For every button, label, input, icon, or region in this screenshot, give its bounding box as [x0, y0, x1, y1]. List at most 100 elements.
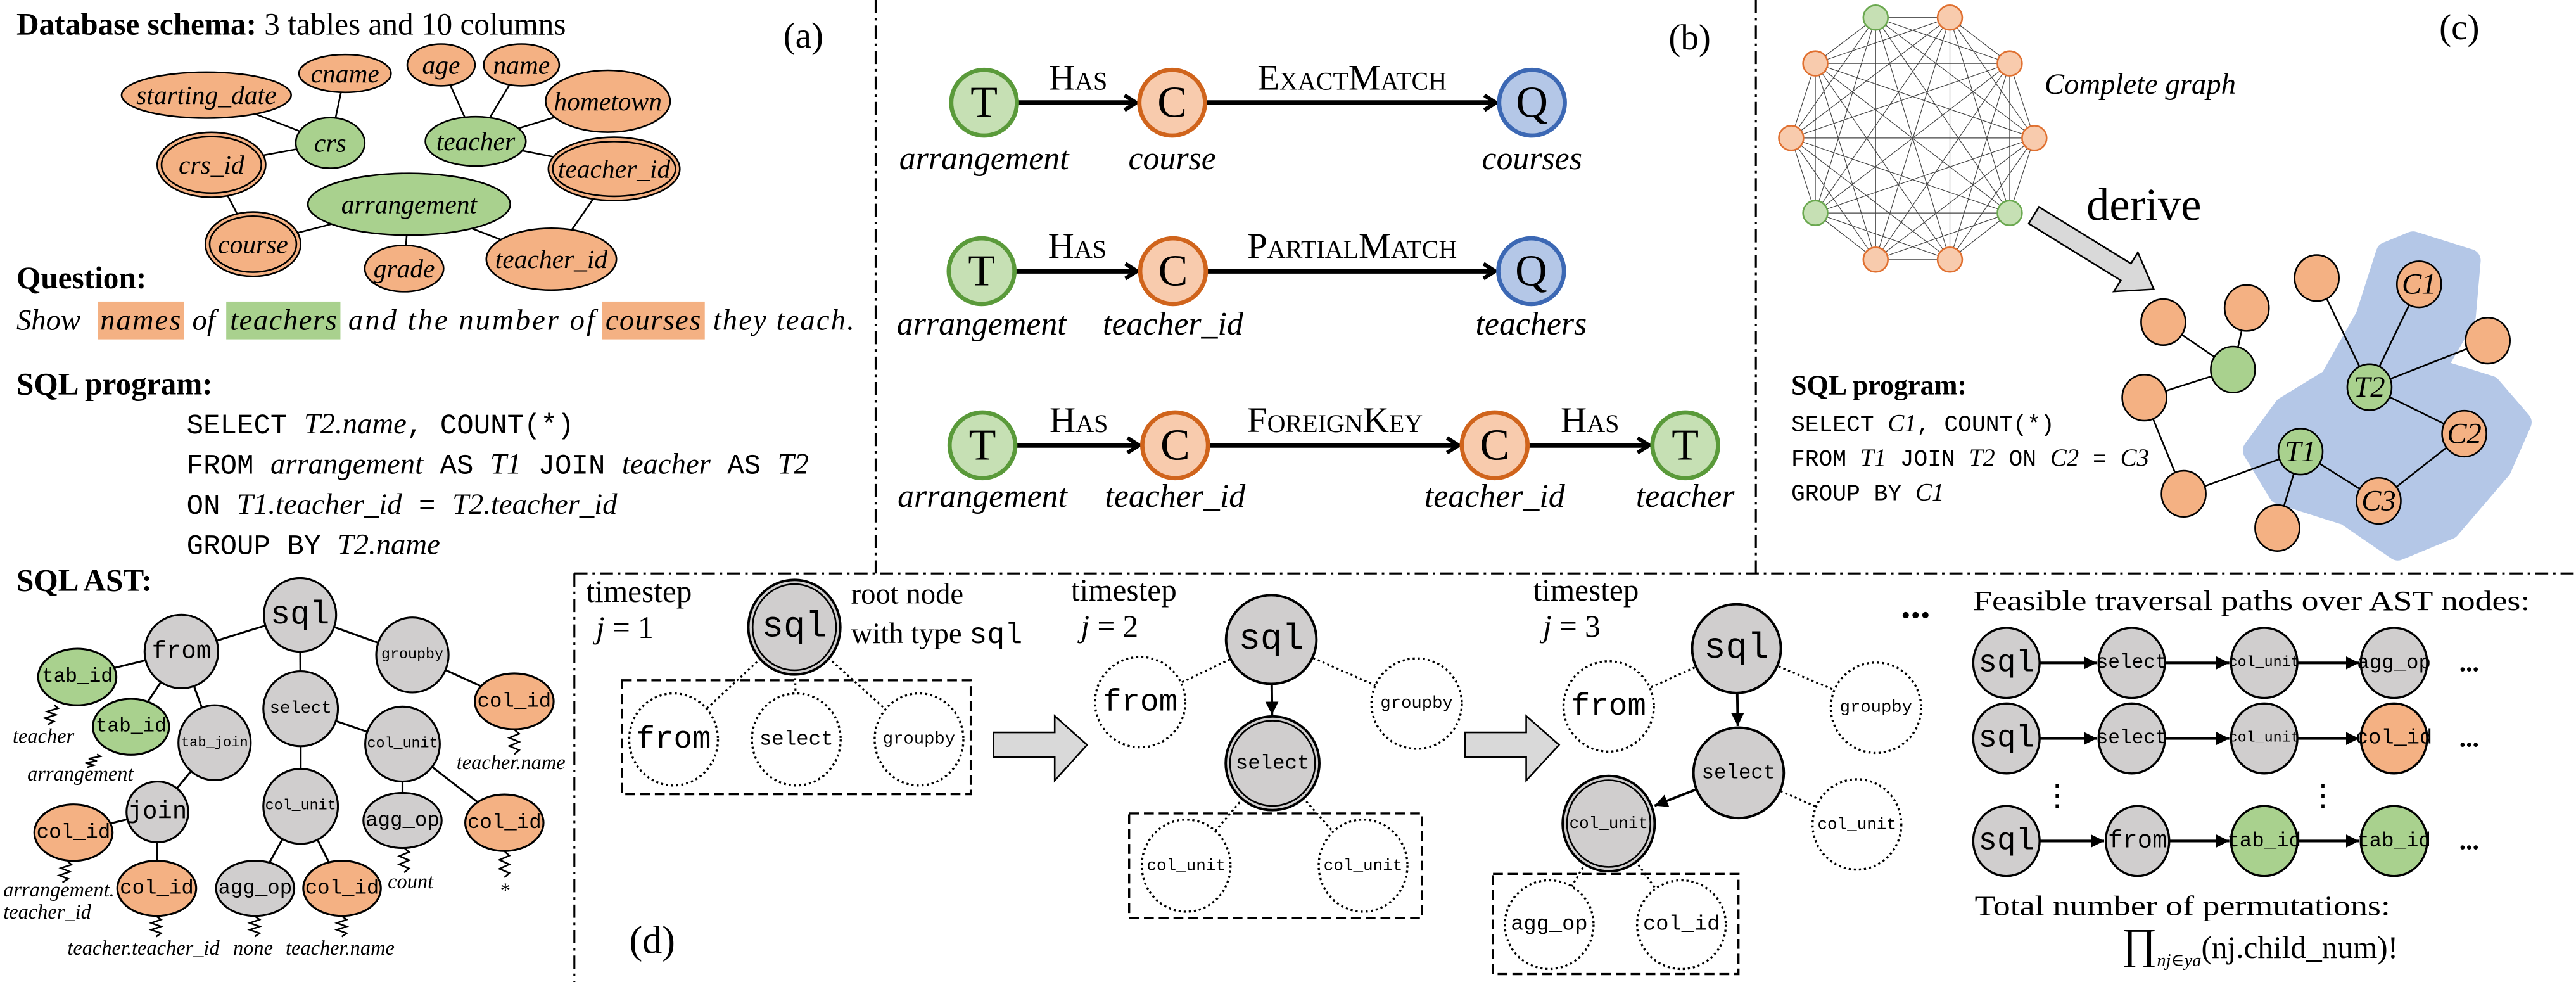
node-type-T: T — [947, 410, 1018, 481]
highlight-column — [98, 301, 184, 340]
root-note-text: with type — [851, 617, 970, 650]
panel-a: (a) Database schema: 3 tables and 10 col… — [16, 6, 854, 597]
node-type-C: C — [1138, 236, 1209, 307]
highlight-column — [602, 301, 705, 340]
complete-graph-edge — [1815, 17, 1876, 214]
node-shape — [2104, 805, 2171, 877]
candidate-set-box — [1492, 872, 1740, 976]
node-label: groupby — [1840, 698, 1912, 718]
node-inner-ring — [552, 141, 676, 198]
node-label: C — [1157, 79, 1187, 127]
pending-node: groupby — [1829, 661, 1922, 755]
question-text: of — [192, 303, 219, 336]
candidate-node: groupby — [873, 692, 965, 787]
path-continues-ellipsis: ... — [2459, 724, 2479, 753]
node-shape — [120, 71, 292, 119]
node-inner-ring — [1229, 720, 1316, 807]
node-label: C1 — [2402, 268, 2436, 301]
node-shape — [2395, 260, 2442, 309]
node-shape — [92, 698, 170, 756]
node-shape — [1094, 656, 1187, 749]
node-type-C: C — [1459, 410, 1530, 481]
node-label: crs_id — [179, 150, 244, 179]
node-name: arrangement — [897, 306, 1067, 342]
node-label: sql — [1978, 645, 2034, 680]
node-label: from — [636, 722, 711, 757]
node-label: groupby — [381, 647, 443, 663]
relation-label: ForeignKey — [1247, 400, 1423, 440]
node-label: C — [1158, 246, 1188, 295]
sql-program-title-c: SQL program: — [1791, 369, 1967, 400]
node-label: agg_op — [1511, 912, 1587, 936]
permutations-formula: ∏nj∈ya(nj.child_num)! — [2122, 920, 2398, 971]
derived-node-column: C3 — [2356, 476, 2402, 525]
complete-graph-edge — [1791, 137, 1876, 260]
node-shape — [1972, 627, 2041, 699]
node-shape — [177, 704, 252, 782]
sql-keyword: , COUNT(*) — [1917, 412, 2055, 438]
expanded-node: sql — [1691, 603, 1782, 694]
root-note-code: sql — [969, 619, 1022, 653]
node-label: select — [2097, 652, 2167, 674]
node-shape — [1370, 657, 1463, 750]
node-shape — [2230, 805, 2299, 877]
schema-node-column: teacher_id — [485, 227, 618, 291]
sql-identifier: T2.name — [338, 528, 440, 561]
sql-identifier: teacher — [622, 448, 711, 481]
node-shape — [1561, 774, 1656, 873]
ast-value-annotation: arrangement — [27, 763, 134, 786]
node-label: col_unit — [1146, 856, 1225, 875]
timestep-value: = 3 — [1552, 609, 1601, 644]
schema-node-table: teacher — [424, 115, 527, 167]
node-label: starting_date — [136, 80, 276, 110]
ast-node-column: col_id — [302, 860, 382, 917]
node-type-T: T — [949, 67, 1019, 138]
timestep-variable: j — [592, 610, 605, 645]
ast-node-column: col_id — [464, 793, 545, 852]
node-shape — [364, 705, 441, 783]
value-link-squiggle — [42, 704, 60, 725]
ast-node-grammar: sql — [263, 577, 338, 653]
current-node: select — [1224, 715, 1321, 812]
ast-node-column: col_id — [116, 860, 198, 917]
node-label: sql — [1978, 721, 2034, 756]
node-type-C: C — [1140, 410, 1210, 481]
complete-graph-node-table — [1802, 200, 1829, 226]
node-label: sql — [1978, 823, 2034, 858]
node-label: from — [152, 637, 211, 665]
node-label: col_id — [478, 689, 552, 713]
schema-node-column: grade — [364, 244, 445, 293]
complete-graph-edge — [1791, 137, 2010, 214]
sql-identifier: T1 — [490, 448, 521, 481]
panel-label-d: (d) — [629, 919, 675, 962]
timestep-value: = 2 — [1089, 609, 1138, 644]
node-label: T1 — [2285, 435, 2316, 468]
node-shape — [2140, 298, 2186, 346]
derived-node-column — [2223, 284, 2270, 332]
ast-node-column: col_id — [474, 672, 555, 730]
node-shape — [483, 43, 561, 87]
node-shape — [1650, 410, 1720, 481]
sql-line: ON T1.teacher_id = T2.teacher_id — [187, 488, 618, 523]
path-node-grammar: sql — [1972, 805, 2041, 877]
node-label: col_unit — [1324, 856, 1402, 875]
node-shape — [2346, 363, 2393, 411]
path-node-grammar: sql — [1972, 627, 2041, 699]
node-shape — [2160, 469, 2207, 518]
node-shape — [949, 67, 1019, 138]
node-label: age — [422, 50, 460, 79]
node-shape — [2441, 409, 2487, 458]
node-label: teacher_id — [495, 245, 608, 274]
node-label: col_unit — [265, 798, 336, 815]
path-node-table: tab_id — [2357, 805, 2431, 877]
complete-graph-edge — [1950, 137, 2035, 260]
complete-graph-node-column — [1936, 246, 1964, 273]
complete-graph — [1778, 4, 2048, 273]
derived-node-column — [2140, 298, 2186, 346]
